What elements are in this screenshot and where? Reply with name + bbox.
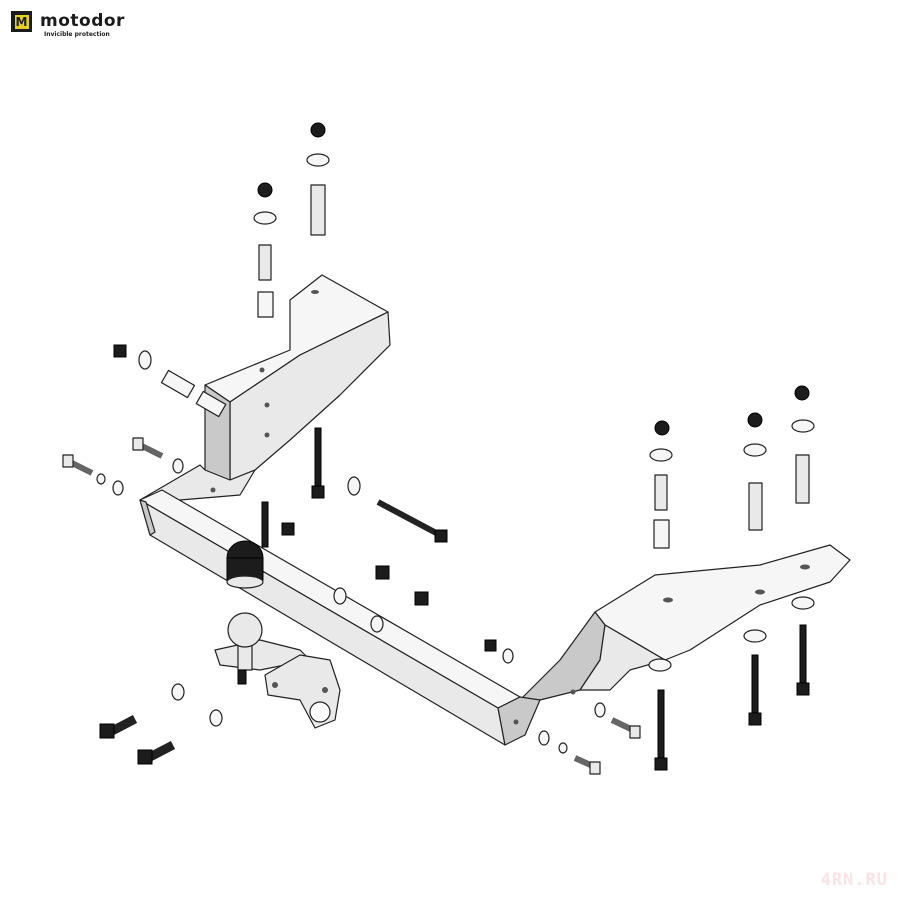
brand-name: motodor bbox=[40, 11, 125, 31]
watermark: 4RN.RU bbox=[820, 870, 888, 890]
washers bbox=[96, 153, 815, 754]
vertical-bolts bbox=[261, 427, 810, 771]
brand-logo: M motodor Invicible protection bbox=[11, 11, 125, 38]
spacer-tubes bbox=[160, 184, 810, 549]
horizontal-bolts bbox=[62, 437, 641, 775]
right-mounting-bracket bbox=[519, 544, 851, 701]
tow-ball-cover bbox=[226, 540, 264, 589]
nuts bbox=[113, 122, 810, 652]
logo-mark-icon: M bbox=[11, 11, 32, 32]
tow-ball-assembly bbox=[214, 612, 341, 729]
brand-tagline: Invicible protection bbox=[44, 31, 110, 38]
main-crossbar-beam bbox=[139, 489, 541, 746]
